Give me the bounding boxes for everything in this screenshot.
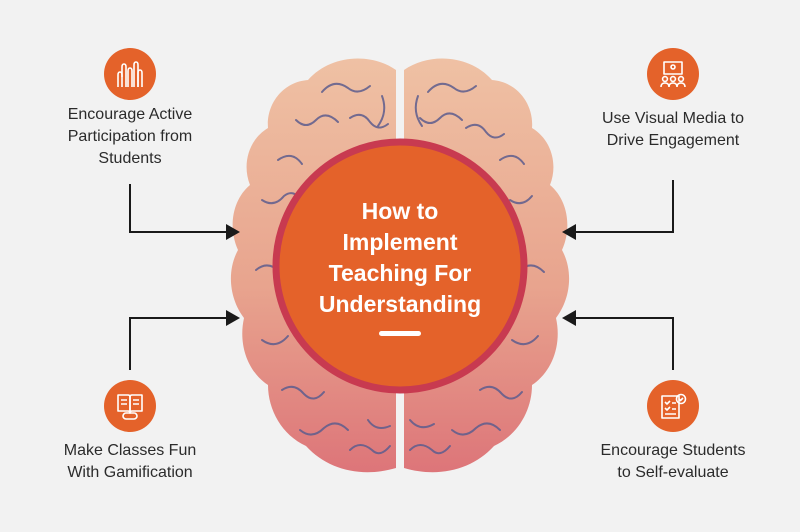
- center-divider: [379, 331, 421, 336]
- brain-folds: [255, 82, 545, 455]
- center-title-line: How to: [361, 198, 439, 224]
- item-label-top-left: Encourage Active Participation from Stud…: [25, 104, 235, 170]
- label-line: Drive Engagement: [606, 132, 740, 149]
- label-line: Encourage Students: [600, 442, 746, 459]
- center-title-line: Implement: [342, 229, 458, 255]
- raised-hands-icon: [104, 48, 156, 100]
- checklist-icon: [647, 380, 699, 432]
- item-label-top-right: Use Visual Media to Drive Engagement: [568, 108, 778, 152]
- label-line: Make Classes Fun: [63, 442, 197, 459]
- label-line: Use Visual Media to: [602, 110, 744, 127]
- label-line: to Self-evaluate: [617, 464, 729, 481]
- connector-lines: [129, 180, 674, 370]
- item-label-bottom-left: Make Classes Fun With Gamification: [25, 440, 235, 484]
- item-label-bottom-right: Encourage Students to Self-evaluate: [568, 440, 778, 484]
- gamification-icon: [104, 380, 156, 432]
- label-line: Participation from: [67, 128, 193, 145]
- label-line: Students: [98, 150, 162, 167]
- arrowheads: [226, 224, 576, 326]
- center-circle: [272, 138, 528, 394]
- label-line: Encourage Active: [67, 106, 193, 123]
- center-title: How to Implement Teaching For Understand…: [302, 196, 498, 320]
- label-line: With Gamification: [67, 464, 193, 481]
- center-title-line: Understanding: [318, 291, 482, 317]
- presentation-icon: [647, 48, 699, 100]
- center-title-line: Teaching For: [328, 260, 472, 286]
